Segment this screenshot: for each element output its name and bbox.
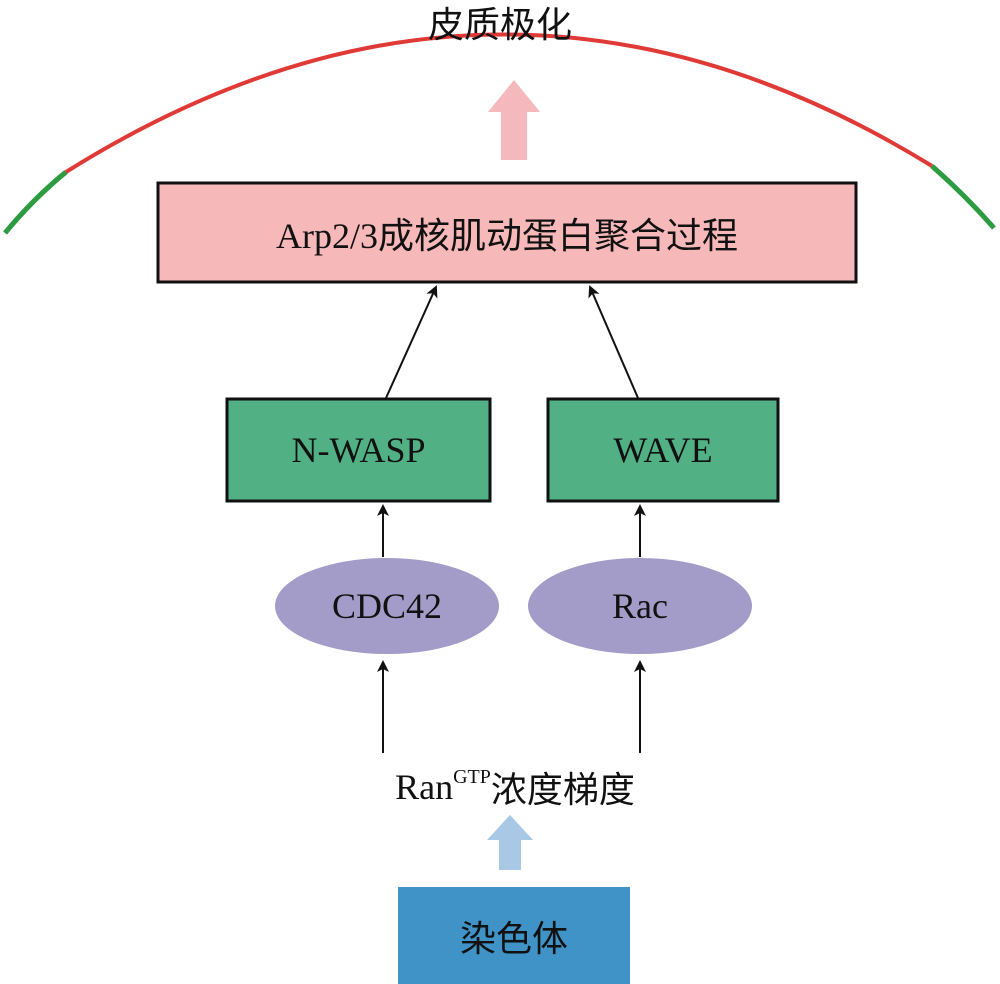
arrow-wave-to-arp <box>588 285 639 399</box>
arp-box-label: Arp2/3成核肌动蛋白聚合过程 <box>276 215 738 256</box>
pink-up-arrow <box>488 80 540 160</box>
cortex-arc-red <box>64 32 934 174</box>
arrow-nwasp-to-arp <box>385 285 438 399</box>
cdc42-ellipse <box>275 558 499 654</box>
gtp-superscript: GTP <box>453 765 491 788</box>
chromosome-box <box>398 887 630 984</box>
arp-box <box>156 181 858 284</box>
cortex-arc-right-green <box>930 164 996 230</box>
cortex-polarization-title: 皮质极化 <box>427 5 572 45</box>
cdc42-label: CDC42 <box>331 586 443 626</box>
rac-label: Rac <box>612 586 668 626</box>
ran-text: Ran <box>395 767 454 807</box>
nwasp-box <box>225 397 492 503</box>
rac-ellipse <box>528 558 752 654</box>
blue-up-arrow <box>487 815 533 870</box>
cortex-arc-left-green <box>3 170 68 235</box>
chromosome-label: 染色体 <box>459 918 568 959</box>
nwasp-label: N-WASP <box>291 430 426 470</box>
wave-label: WAVE <box>613 430 713 470</box>
wave-box <box>546 397 780 503</box>
gradient-text: 浓度梯度 <box>490 770 635 810</box>
